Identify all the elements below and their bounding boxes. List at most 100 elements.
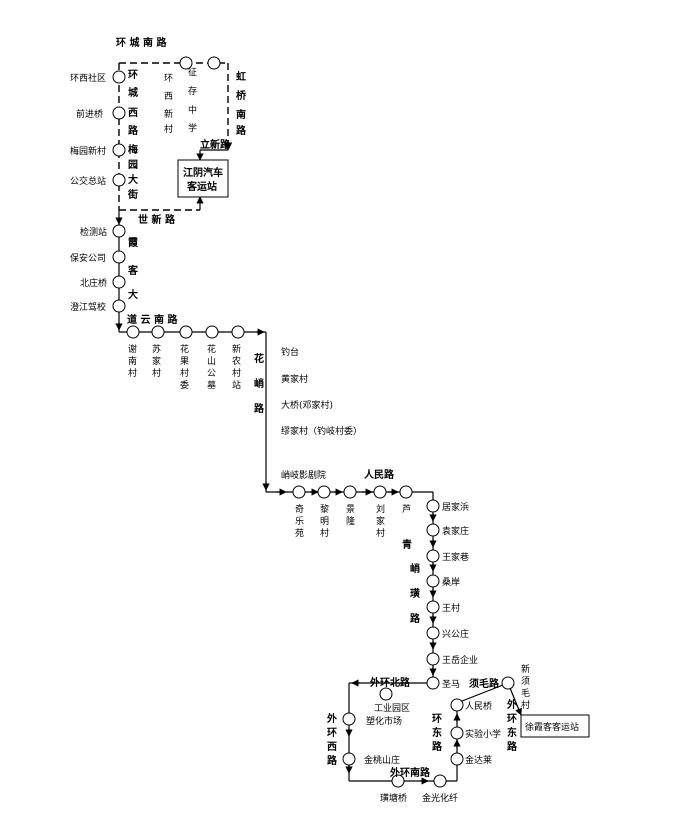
road-meiyuan-2: 大 xyxy=(128,173,138,186)
stop-diaotai: 钓台 xyxy=(281,346,299,358)
road-qiqiao-3: 路 xyxy=(410,612,421,625)
stop-wangcun-marker xyxy=(426,600,440,614)
road-huandong-1: 东 xyxy=(432,726,442,739)
stop-chengjiang-jiaxiao: 澄江驾校 xyxy=(70,301,106,313)
stop-jinda: 金达莱 xyxy=(465,754,492,766)
stop-yuanjiazhuang-marker xyxy=(426,523,440,537)
stop-shengma: 圣马 xyxy=(442,679,460,690)
stop-wangjiaxiang-marker xyxy=(426,549,440,563)
stop-baoan-marker xyxy=(112,250,126,264)
stop-huaguo-0: 花 xyxy=(180,343,189,355)
road-huancheng-nan: 环 城 南 路 xyxy=(116,36,167,49)
stop-qinan-marker xyxy=(426,574,440,588)
stop-liming-0: 黎 xyxy=(320,503,329,515)
stop-xinnong-0: 新 xyxy=(232,343,241,355)
stop-jiancezhan-marker xyxy=(112,224,126,238)
stop-jujiabang-marker xyxy=(426,499,440,513)
terminal-jiangyin-0: 江阴汽车 xyxy=(183,166,223,179)
stop-xienan-0: 谢 xyxy=(128,343,137,355)
road-huaqi-2: 路 xyxy=(254,402,265,415)
stop-huangtangqiao: 璜塘桥 xyxy=(380,792,407,804)
stop-huashan-3: 墓 xyxy=(207,379,216,391)
stop-huaguo-3: 委 xyxy=(180,379,189,391)
road-waihuan-bei: 外环北路 xyxy=(369,676,411,689)
road-meiyuan-1: 园 xyxy=(128,159,138,171)
stop-jinglong-marker xyxy=(343,485,357,499)
road-huaqi-1: 峭 xyxy=(254,377,264,390)
stop-yuanjiazhuang: 袁家庄 xyxy=(442,525,469,537)
stop-huangtangqiao-marker xyxy=(391,774,405,788)
stop-zhengcun-marker xyxy=(207,56,221,70)
road-waihuan-xi-2: 西 xyxy=(327,741,337,753)
stop-liujia-0: 刘 xyxy=(376,503,385,515)
stop-xienan-2: 村 xyxy=(128,367,137,379)
stop-zhengcun-1: 存 xyxy=(188,85,197,97)
stop-miaojiacun: 缪家村（钓岐村委） xyxy=(281,425,362,437)
road-huandong-2: 路 xyxy=(432,740,443,753)
stop-qinan: 桑岸 xyxy=(442,577,460,588)
road-waihuan-xi-0: 外 xyxy=(326,712,337,725)
stop-xinnong-marker xyxy=(231,325,245,339)
stop-jinda-marker xyxy=(450,752,464,766)
stop-markers xyxy=(112,56,515,788)
road-hongqiao-3: 路 xyxy=(236,124,247,137)
stop-beizhuang-marker xyxy=(112,275,126,289)
terminal-jiangyin-1: 客运站 xyxy=(186,180,217,193)
stop-gongjiao-marker xyxy=(112,173,126,187)
road-huaqi-0: 花 xyxy=(254,352,264,365)
stop-huashan-marker xyxy=(205,325,219,339)
stop-jujiabang: 居家浜 xyxy=(442,501,469,513)
stop-huaguo-marker xyxy=(179,325,193,339)
stop-qile-marker xyxy=(292,485,306,499)
stop-qiaoqi-juyuan: 峭岐影剧院 xyxy=(281,469,326,481)
stop-xinxu-3: 村 xyxy=(521,699,530,711)
road-hongqiao-0: 虹 xyxy=(236,70,246,83)
stop-huaguo-2: 村 xyxy=(180,367,189,379)
stop-meiyuan-xincun: 梅园新村 xyxy=(70,145,106,157)
stop-huanxi-xincun-marker xyxy=(179,56,193,70)
stop-waihuanxi-marker xyxy=(342,712,356,726)
stop-xienan-1: 南 xyxy=(128,355,137,367)
stop-jiancezhan: 检测站 xyxy=(80,226,107,238)
road-huancheng-xi-3: 路 xyxy=(128,124,139,137)
road-waihuan-xi-1: 环 xyxy=(327,727,337,739)
stop-xinxu-2: 毛 xyxy=(521,687,530,699)
stop-jintaoshanzhuang: 金桃山庄 xyxy=(364,754,400,766)
terminal-xuxia-box xyxy=(520,714,590,738)
stop-jinguang-marker xyxy=(433,774,447,788)
stop-huanxi-xincun-2: 新 xyxy=(164,108,173,120)
stop-qile-0: 奇 xyxy=(295,503,304,515)
road-qiqiao-0: 青 xyxy=(402,538,412,551)
road-qiqiao-1: 峭 xyxy=(410,562,420,575)
stop-beizhuangqiao: 北庄桥 xyxy=(80,277,107,289)
stop-shiyan: 实验小学 xyxy=(465,728,501,740)
road-meiyuan-3: 街 xyxy=(127,188,138,201)
stop-renminqiao-marker xyxy=(450,698,464,712)
terminal-xuxia: 徐霞客客运站 xyxy=(525,721,579,733)
stop-liming-marker xyxy=(317,485,331,499)
road-waihuan-dong-0: 外 xyxy=(506,698,517,711)
stop-zhengcun-2: 中 xyxy=(188,104,197,116)
stop-gongyeyuan-marker xyxy=(379,687,393,701)
stop-suhua: 塑化市场 xyxy=(366,715,402,727)
stop-daqiao: 大桥(邓家村) xyxy=(281,399,333,411)
stop-lu-marker xyxy=(399,485,413,499)
stop-jinglong-0: 景 xyxy=(346,504,355,515)
stop-liming-1: 明 xyxy=(320,516,329,527)
stop-xinnong-3: 站 xyxy=(232,379,241,391)
stop-liming-2: 村 xyxy=(320,527,329,539)
road-daoyun: 道 云 南 路 xyxy=(127,313,178,326)
road-waihuan-dong-3: 路 xyxy=(507,740,518,753)
stop-wangcun: 王村 xyxy=(442,602,460,614)
terminal-jiangyin-box xyxy=(177,159,229,198)
road-waihuan-xi-3: 路 xyxy=(327,754,338,767)
stop-jintaoshan-marker xyxy=(342,752,356,766)
stop-huashan-1: 山 xyxy=(207,356,216,367)
road-xiadaoke-1: 客 xyxy=(127,264,139,277)
stop-huashan-2: 公 xyxy=(207,368,216,379)
stop-huanxi-shequ-marker xyxy=(112,70,126,84)
road-hongqiao-1: 桥 xyxy=(236,89,247,102)
road-xiadaoke-0: 霞 xyxy=(128,236,139,249)
road-huancheng-xi-0: 环 xyxy=(128,69,138,81)
